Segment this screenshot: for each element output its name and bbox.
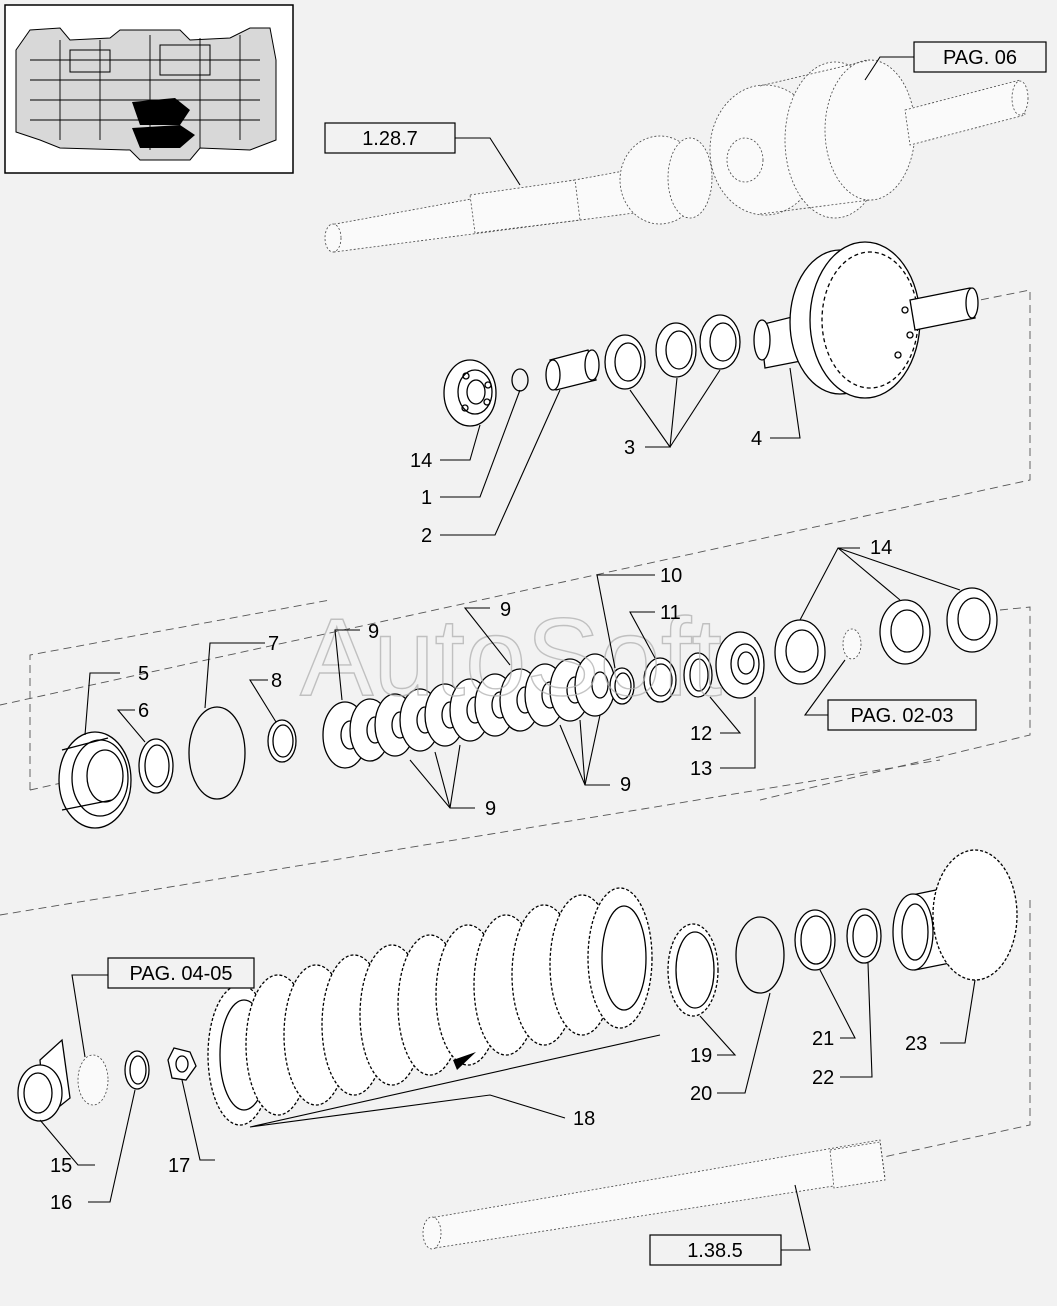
watermark: AutoSoft — [300, 596, 722, 719]
callout-18: 18 — [573, 1108, 595, 1130]
snap-ring-part-1 — [511, 368, 529, 392]
locator-thumbnail — [4, 4, 294, 174]
callout-2: 2 — [421, 525, 432, 547]
callout-13: 13 — [690, 758, 712, 780]
callout-17: 17 — [168, 1155, 190, 1177]
callout-9-c: 9 — [485, 798, 496, 820]
callout-7: 7 — [268, 633, 279, 655]
svg-text:PAG. 06: PAG. 06 — [943, 47, 1017, 69]
callout-4: 4 — [751, 428, 762, 450]
snap-ring-part-16 — [124, 1050, 150, 1090]
ring-part-12 — [683, 652, 713, 698]
callout-9-d: 9 — [620, 774, 631, 796]
gear-ring-part-19 — [667, 923, 719, 1017]
ghost-ring — [77, 1054, 109, 1106]
callout-15: 15 — [50, 1155, 72, 1177]
bearings-part-14-lower — [774, 587, 998, 685]
callout-6: 6 — [138, 700, 149, 722]
callout-3: 3 — [624, 437, 635, 459]
svg-text:PAG. 02-03: PAG. 02-03 — [850, 705, 953, 727]
ring-part-22 — [846, 908, 882, 964]
svg-text:PAG. 04-05: PAG. 04-05 — [129, 963, 232, 985]
seal-ring-part-8 — [267, 719, 297, 763]
ring-part-21 — [794, 909, 836, 971]
callout-8: 8 — [271, 670, 282, 692]
callout-9-a: 9 — [368, 621, 379, 643]
seal-ring-part-6 — [138, 738, 174, 794]
svg-text:1.38.5: 1.38.5 — [687, 1240, 743, 1262]
leader-lines — [39, 56, 976, 1251]
ref-box-pag-02-03[interactable]: PAG. 02-03 — [827, 699, 977, 731]
callout-12: 12 — [690, 723, 712, 745]
gear-part-23 — [892, 849, 1018, 981]
nut-part-17 — [167, 1047, 197, 1081]
thrust-washers-part-3 — [604, 314, 741, 390]
callout-labels: 14 1 2 3 4 5 6 7 8 9 9 9 9 10 11 12 13 1… — [50, 428, 927, 1214]
callout-1: 1 — [421, 487, 432, 509]
washer-part-11 — [643, 657, 677, 703]
callout-5: 5 — [138, 663, 149, 685]
ref-box-pag-04-05[interactable]: PAG. 04-05 — [107, 957, 255, 989]
callout-16: 16 — [50, 1192, 72, 1214]
clutch-discs-part-18 — [207, 887, 653, 1126]
snap-ring-part-20 — [735, 916, 785, 994]
assembly-boundaries — [0, 289, 1031, 1161]
callout-14: 14 — [870, 537, 892, 559]
callout-9-b: 9 — [500, 599, 511, 621]
bushing-part-15 — [17, 1038, 71, 1122]
callout-19: 19 — [690, 1045, 712, 1067]
ghost-shaft-assembly — [324, 59, 1029, 253]
callout-21: 21 — [812, 1028, 834, 1050]
ghost-lower-shaft — [422, 1139, 886, 1250]
bearing-cup-part-13 — [715, 631, 765, 699]
callout-10: 10 — [660, 565, 682, 587]
ref-box-1-28-7[interactable]: 1.28.7 — [324, 122, 456, 154]
ref-box-pag-06[interactable]: PAG. 06 — [913, 41, 1047, 73]
callout-22: 22 — [812, 1067, 834, 1089]
bushing-part-2 — [545, 349, 600, 391]
bearing-part-14-upper — [443, 359, 497, 427]
callout-20: 20 — [690, 1083, 712, 1105]
callout-23: 23 — [905, 1033, 927, 1055]
svg-text:1.28.7: 1.28.7 — [362, 128, 418, 150]
washer-part-10 — [609, 667, 635, 705]
clutch-hub-part-4 — [753, 241, 979, 399]
callout-14: 14 — [410, 450, 432, 472]
ref-box-1-38-5[interactable]: 1.38.5 — [649, 1234, 782, 1266]
callout-11: 11 — [660, 602, 681, 624]
belleville-springs-part-9 — [322, 653, 616, 769]
seal-ring-part-7 — [188, 706, 246, 800]
piston-part-5 — [58, 731, 132, 829]
